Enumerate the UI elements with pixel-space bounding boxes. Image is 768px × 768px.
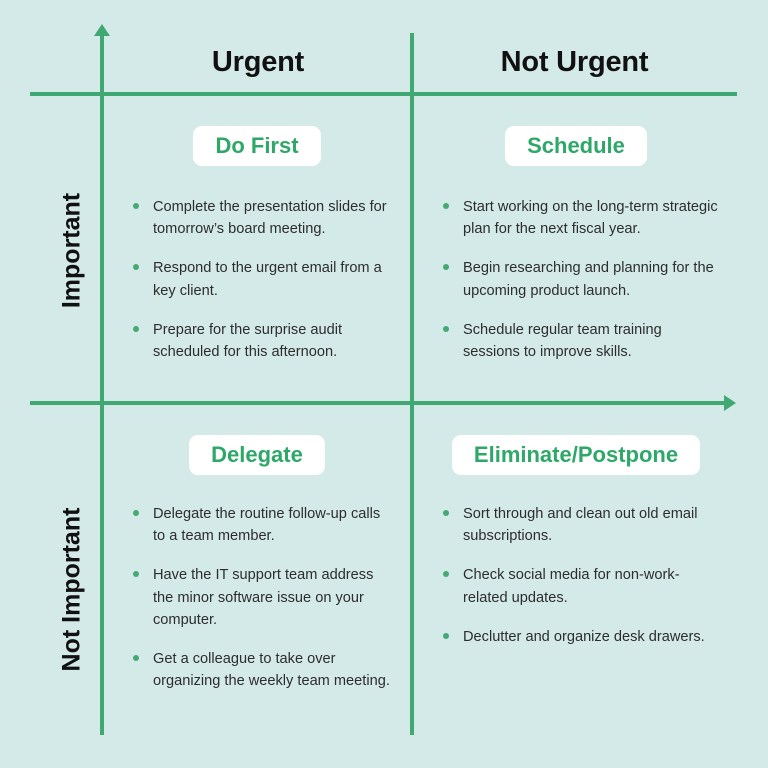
row-header-not-important: Not Important <box>57 507 86 672</box>
task-text: Have the IT support team address the min… <box>153 567 374 628</box>
vertical-axis-line <box>100 31 104 735</box>
row-header-important: Important <box>57 192 86 309</box>
bullet-icon <box>443 632 449 639</box>
bullet-icon <box>443 571 449 578</box>
vertical-divider-line <box>410 33 414 735</box>
pill-row: Eliminate/Postpone <box>414 409 738 476</box>
quadrant-schedule: Schedule Start working on the long-term … <box>414 100 738 400</box>
pill-row: Delegate <box>104 409 410 476</box>
column-header-not-urgent: Not Urgent <box>500 46 649 78</box>
task-text: Complete the presentation slides for tom… <box>153 199 387 238</box>
quadrant-label-schedule[interactable]: Schedule <box>505 126 647 167</box>
task-text: Sort through and clean out old email sub… <box>463 506 698 545</box>
list-item: Delegate the routine follow-up calls to … <box>131 503 394 547</box>
horizontal-axis-line <box>30 401 730 405</box>
bullet-icon <box>443 325 449 332</box>
list-item: Begin researching and planning for the u… <box>441 257 722 301</box>
bullet-icon <box>133 571 139 578</box>
task-text: Respond to the urgent email from a key c… <box>153 260 382 299</box>
bullet-icon <box>133 203 139 210</box>
pill-row: Schedule <box>414 100 738 167</box>
task-text: Schedule regular team training sessions … <box>463 321 662 360</box>
task-list-do-first: Complete the presentation slides for tom… <box>131 196 394 363</box>
task-text: Start working on the long-term strategic… <box>463 199 718 238</box>
list-item: Prepare for the surprise audit scheduled… <box>131 319 394 363</box>
arrow-right-icon <box>724 395 736 411</box>
quadrant-do-first: Do First Complete the presentation slide… <box>104 100 410 400</box>
task-text: Get a colleague to take over organizing … <box>153 650 390 690</box>
column-header-urgent: Urgent <box>211 46 305 78</box>
arrow-up-icon <box>94 24 110 36</box>
bullet-icon <box>133 264 139 271</box>
quadrant-label-delegate[interactable]: Delegate <box>189 435 325 476</box>
task-list-delegate: Delegate the routine follow-up calls to … <box>131 503 394 692</box>
list-item: Get a colleague to take over organizing … <box>131 648 394 692</box>
bullet-icon <box>133 325 139 332</box>
quadrant-delegate: Delegate Delegate the routine follow-up … <box>104 409 410 735</box>
task-text: Declutter and organize desk drawers. <box>463 628 705 645</box>
quadrant-eliminate-postpone: Eliminate/Postpone Sort through and clea… <box>414 409 738 735</box>
list-item: Have the IT support team address the min… <box>131 564 394 631</box>
list-item: Check social media for non-work-related … <box>441 564 722 608</box>
list-item: Respond to the urgent email from a key c… <box>131 257 394 301</box>
task-text: Delegate the routine follow-up calls to … <box>153 506 381 545</box>
quadrant-label-do-first[interactable]: Do First <box>193 126 321 167</box>
task-text: Prepare for the surprise audit scheduled… <box>153 321 343 360</box>
list-item: Schedule regular team training sessions … <box>441 319 722 363</box>
bullet-icon <box>133 654 139 661</box>
list-item: Sort through and clean out old email sub… <box>441 503 722 547</box>
bullet-icon <box>443 203 449 210</box>
list-item: Declutter and organize desk drawers. <box>441 626 722 648</box>
top-horizontal-rule <box>30 92 737 96</box>
bullet-icon <box>443 264 449 271</box>
task-text: Check social media for non-work-related … <box>463 567 680 606</box>
quadrant-label-eliminate-postpone[interactable]: Eliminate/Postpone <box>451 435 701 476</box>
bullet-icon <box>443 510 449 517</box>
list-item: Start working on the long-term strategic… <box>441 196 722 240</box>
task-list-schedule: Start working on the long-term strategic… <box>441 196 722 363</box>
task-list-eliminate-postpone: Sort through and clean out old email sub… <box>441 503 722 648</box>
bullet-icon <box>133 510 139 517</box>
task-text: Begin researching and planning for the u… <box>463 260 714 299</box>
list-item: Complete the presentation slides for tom… <box>131 196 394 240</box>
pill-row: Do First <box>104 100 410 167</box>
